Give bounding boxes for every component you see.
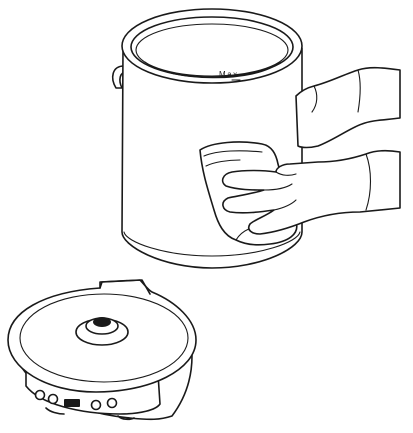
control-button-icon — [49, 395, 58, 404]
upper-hand — [296, 68, 400, 148]
display-icon — [64, 399, 80, 407]
control-button-icon — [92, 401, 101, 410]
base-foot-left — [46, 408, 64, 414]
control-button-icon — [36, 391, 45, 400]
base-icon — [8, 280, 196, 419]
hand-icon — [296, 68, 400, 148]
control-button-icon — [108, 399, 117, 408]
max-label: Max — [219, 70, 239, 79]
